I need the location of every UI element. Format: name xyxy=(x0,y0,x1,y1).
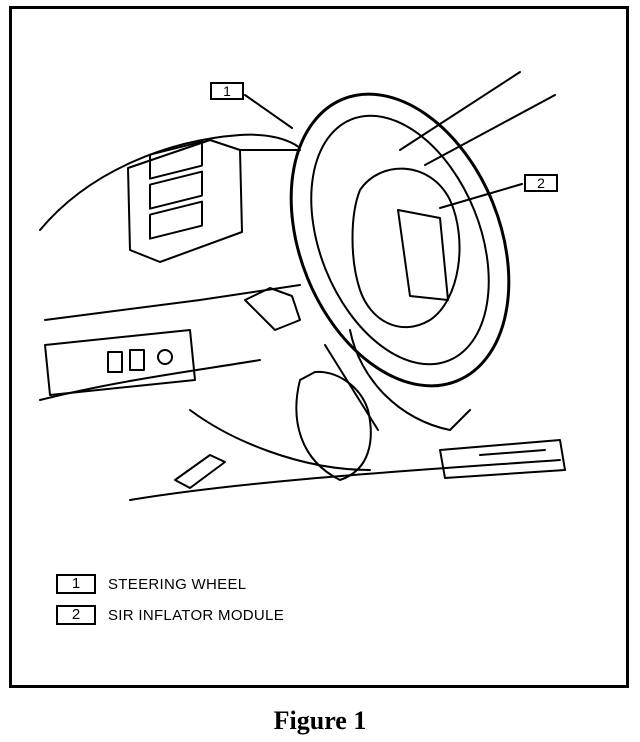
tool-shaft xyxy=(324,344,379,431)
inflator-module xyxy=(351,167,461,329)
leader-line-2 xyxy=(439,183,523,209)
inflator-module-inner xyxy=(397,209,449,301)
figure-caption: Figure 1 xyxy=(273,706,367,735)
switch-1 xyxy=(149,140,203,180)
steering-column-2 xyxy=(424,94,556,166)
knee-bolster xyxy=(189,409,371,471)
figure-frame xyxy=(9,6,629,688)
switch-3 xyxy=(149,200,203,240)
ignition-key xyxy=(244,287,301,331)
dash-lower xyxy=(44,284,301,321)
dash-lower-2 xyxy=(39,359,261,401)
radio-knob-3 xyxy=(157,349,173,365)
callout-2: 2 xyxy=(524,174,558,192)
legend-row-1: 1 STEERING WHEEL xyxy=(56,573,246,595)
hand-outline xyxy=(295,370,372,481)
dashboard-top-curve xyxy=(39,133,301,231)
floor-vent xyxy=(174,454,226,489)
legend-number: 1 xyxy=(56,574,96,594)
switch-2 xyxy=(149,170,203,210)
legend-number: 2 xyxy=(56,605,96,625)
switch-panel xyxy=(127,139,243,263)
column-shroud xyxy=(349,329,471,431)
steering-wheel-rim-outer xyxy=(289,92,511,388)
radio-knob-1 xyxy=(107,351,123,373)
legend-label: SIR INFLATOR MODULE xyxy=(108,606,285,624)
console xyxy=(439,439,566,479)
legend-label: STEERING WHEEL xyxy=(108,575,247,593)
radio-bay xyxy=(44,329,196,396)
floor-line xyxy=(129,459,561,501)
callout-1: 1 xyxy=(210,82,244,100)
shift-slot xyxy=(479,449,546,456)
leader-line-1 xyxy=(244,94,293,129)
legend-row-2: 2 SIR INFLATOR MODULE xyxy=(56,604,284,626)
radio-knob-2 xyxy=(129,349,145,371)
steering-wheel-rim-inner xyxy=(310,114,490,366)
steering-column xyxy=(399,71,521,151)
